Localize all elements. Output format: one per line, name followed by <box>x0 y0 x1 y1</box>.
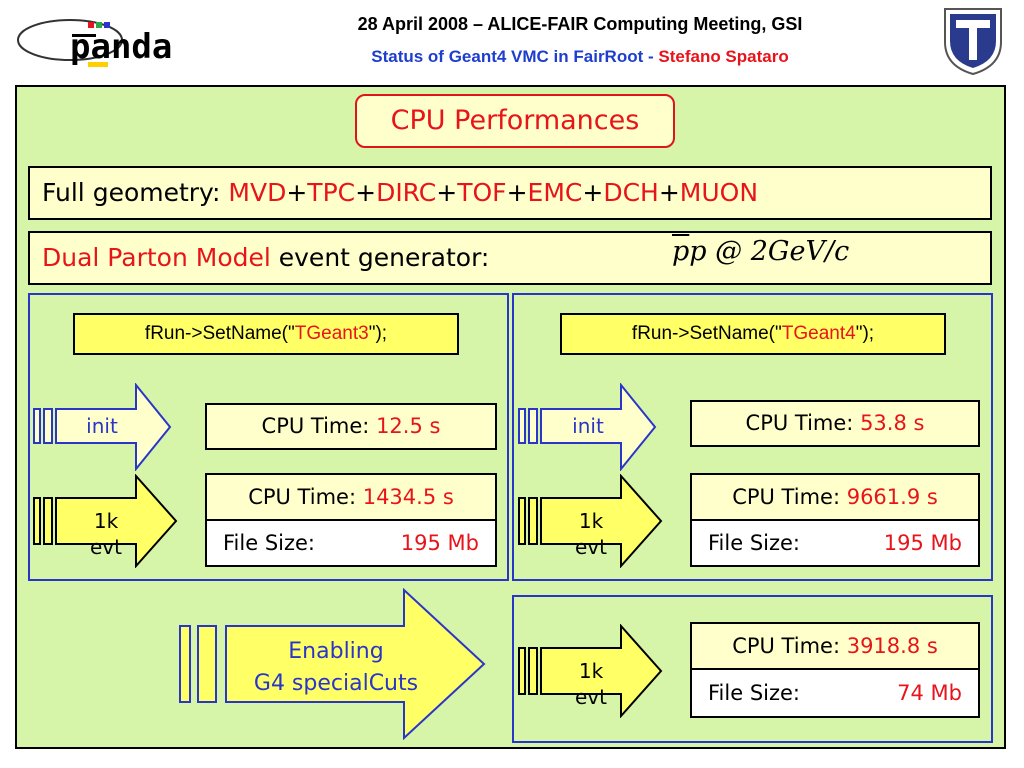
university-shield-icon <box>942 6 1004 76</box>
geometry-row: Full geometry: MVD+TPC+DIRC+TOF+EMC+DCH+… <box>28 166 992 220</box>
generator-label: event generator: <box>270 243 490 272</box>
header-meeting: 28 April 2008 – ALICE-FAIR Computing Mee… <box>357 14 803 34</box>
evt-arrow-icon <box>33 474 178 568</box>
init-arrow-icon <box>518 383 657 471</box>
right-init-label: init <box>572 414 604 438</box>
geometry-label: Full geometry: <box>42 178 229 207</box>
left-init-label: init <box>86 414 118 438</box>
geant4-code: fRun->SetName("TGeant4"); <box>560 313 946 355</box>
right-evt-cpu: CPU Time: 9661.9 s <box>690 473 980 521</box>
left-evt-cpu: CPU Time: 1434.5 s <box>205 473 497 521</box>
left-init-cpu: CPU Time: 12.5 s <box>205 403 497 450</box>
panda-logo: panda <box>10 10 235 68</box>
cuts-file-size: File Size:74 Mb <box>690 668 980 718</box>
left-file-size: File Size:195 Mb <box>205 519 497 567</box>
cuts-evt-cpu: CPU Time: 3918.8 s <box>690 622 980 670</box>
logo-text: panda <box>70 27 172 67</box>
slide-title: CPU Performances <box>355 94 675 148</box>
generator-model: Dual Parton Model <box>42 243 271 272</box>
beam-formula: pp @ 2GeV/c <box>672 236 850 267</box>
evt-arrow-icon <box>518 474 663 568</box>
right-init-cpu: CPU Time: 53.8 s <box>690 400 980 447</box>
init-arrow-icon <box>33 383 172 471</box>
evt-arrow-icon <box>518 624 663 718</box>
special-cuts-arrow-icon <box>179 588 486 740</box>
right-file-size: File Size:195 Mb <box>690 519 980 567</box>
header-subtitle: Status of Geant4 VMC in FairRoot - Stefa… <box>371 47 789 66</box>
generator-row: Dual Parton Model event generator: <box>28 231 992 285</box>
header-author: Stefano Spataro <box>658 47 789 66</box>
geant3-code: fRun->SetName("TGeant3"); <box>73 313 459 355</box>
